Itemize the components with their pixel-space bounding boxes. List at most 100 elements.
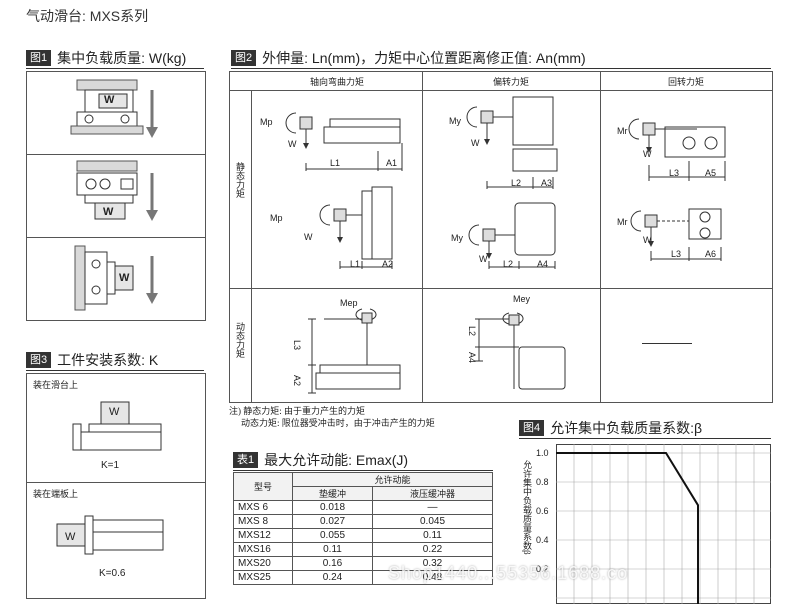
fig1-title: 图1 集中负载质量: W(kg) bbox=[26, 49, 186, 67]
fig2-s2t-moment: My bbox=[449, 116, 461, 126]
fig2-table: 轴向弯曲力矩 偏转力矩 回转力矩 静态力矩 动态力矩 Mp W L1 A1 Mp bbox=[229, 71, 773, 403]
fig2-s3t-w: W bbox=[643, 149, 652, 159]
fig2-s2t-a: A3 bbox=[541, 178, 553, 188]
table1-rule bbox=[233, 470, 493, 471]
fig2-s1b-a: A2 bbox=[382, 259, 394, 269]
table-row: MXS 8 0.027 0.045 bbox=[233, 514, 493, 529]
fig2-s3t-moment: Mr bbox=[617, 126, 628, 136]
fig4-tag: 图4 bbox=[519, 420, 545, 436]
fig2-s2b-l: L2 bbox=[503, 259, 514, 269]
fig2-s2b-a: A4 bbox=[537, 259, 549, 269]
fig1-panel-3 bbox=[74, 245, 158, 311]
fig2-s1b-l: L1 bbox=[350, 259, 361, 269]
table1-rubber: 0.055 bbox=[292, 528, 373, 543]
fig1-panel-1 bbox=[70, 79, 158, 138]
table1-title: 表1 最大允许动能: Emax(J) bbox=[233, 451, 408, 469]
fig2-note-1: 注) 静态力矩: 由于重力产生的力矩 bbox=[229, 406, 365, 416]
fig4-ytick: 0.4 bbox=[536, 535, 549, 545]
fig2-s3t-a: A5 bbox=[705, 168, 717, 178]
fig2-vline-1 bbox=[422, 72, 423, 402]
fig3-case1-drawing bbox=[72, 401, 162, 451]
table1-rubber: 0.16 bbox=[292, 556, 373, 571]
fig3-title: 图3 工件安装系数: K bbox=[26, 351, 158, 369]
table1-hydraulic: — bbox=[372, 500, 493, 515]
fig2-col-axial: 轴向弯曲力矩 bbox=[309, 77, 364, 87]
table1-hydraulic: 0.11 bbox=[372, 528, 493, 543]
fig2-row-static: 静态力矩 bbox=[235, 162, 245, 198]
table1: 型号 允许动能 垫缓冲 液压缓冲器 MXS 6 0.018 — MXS 8 0.… bbox=[233, 472, 493, 585]
fig2-s3t-l: L3 bbox=[669, 168, 680, 178]
table1-model: MXS 8 bbox=[233, 514, 293, 529]
table1-header-model: 型号 bbox=[233, 472, 293, 501]
fig2-col-roll: 回转力矩 bbox=[667, 77, 704, 87]
table1-hydraulic: 0.045 bbox=[372, 514, 493, 529]
fig2-s2b-moment: My bbox=[451, 233, 463, 243]
fig2-static-yaw-drawing bbox=[466, 96, 558, 269]
fig4-title: 图4 允许集中负载质量系数:β bbox=[519, 419, 702, 437]
table1-model: MXS 6 bbox=[233, 500, 293, 515]
fig2-s1b-moment: Mp bbox=[270, 213, 283, 223]
fig2-vline-0 bbox=[251, 90, 252, 402]
fig2-s3b-moment: Mr bbox=[617, 217, 628, 227]
table-row: MXS25 0.24 0.48 bbox=[233, 570, 493, 585]
fig3-case2-label: 装在端板上 bbox=[33, 489, 79, 499]
table1-header-hydraulic: 液压缓冲器 bbox=[372, 486, 493, 501]
fig4-beta-line bbox=[556, 452, 699, 604]
fig1-divider-2 bbox=[27, 237, 205, 238]
fig2-d1-l: L3 bbox=[292, 340, 302, 351]
fig4-ytick: 0.2 bbox=[536, 564, 549, 574]
table1-rubber: 0.24 bbox=[292, 570, 373, 585]
table1-rubber: 0.11 bbox=[292, 542, 373, 557]
fig2-s3b-l: L3 bbox=[671, 249, 682, 259]
fig3-panel: 装在滑台上 W K=1 装在端板上 W K=0.6 bbox=[26, 373, 206, 599]
table1-header-group: 允许动能 bbox=[292, 472, 493, 487]
fig2-static-roll-drawing bbox=[628, 118, 726, 261]
table1-model: MXS25 bbox=[233, 570, 293, 585]
fig3-case2-w: W bbox=[65, 531, 76, 543]
page-title: 气动滑台: MXS系列 bbox=[26, 8, 149, 24]
fig1-panel-group: W W W bbox=[26, 71, 206, 321]
fig2-d2-l: L2 bbox=[467, 326, 477, 337]
fig2-header-row bbox=[230, 72, 772, 91]
fig2-static-axial-drawing bbox=[285, 112, 403, 269]
table1-header-rubber: 垫缓冲 bbox=[292, 486, 373, 501]
fig4-ytick: 0.6 bbox=[536, 506, 549, 516]
fig1-w-label-2: W bbox=[103, 206, 114, 218]
table1-model: MXS16 bbox=[233, 542, 293, 557]
fig4-ytick: 1.0 bbox=[536, 448, 549, 458]
fig2-d2-moment: Mey bbox=[513, 294, 531, 304]
fig4-series bbox=[556, 452, 699, 604]
table-row: MXS16 0.11 0.22 bbox=[233, 542, 493, 557]
fig2-dynamic-axial-drawing bbox=[308, 308, 401, 394]
fig2-s2t-l: L2 bbox=[511, 178, 522, 188]
fig3-divider bbox=[27, 482, 205, 483]
table1-hydraulic: 0.48 bbox=[372, 570, 493, 585]
fig2-d1-moment: Mep bbox=[340, 298, 358, 308]
fig4-rule bbox=[519, 438, 771, 439]
fig2-s2b-w: W bbox=[479, 254, 488, 264]
fig1-divider-1 bbox=[27, 154, 205, 155]
fig1-w-label-3: W bbox=[119, 272, 130, 284]
fig2-vline-2 bbox=[600, 72, 601, 402]
fig1-title-text: 集中负载质量: W(kg) bbox=[57, 50, 187, 66]
fig2-s1t-a: A1 bbox=[386, 158, 398, 168]
table1-tag: 表1 bbox=[233, 452, 259, 468]
table1-rubber: 0.018 bbox=[292, 500, 373, 515]
table-row: MXS12 0.055 0.11 bbox=[233, 528, 493, 543]
fig2-title-text: 外伸量: Ln(mm)，力矩中心位置距离修正值: An(mm) bbox=[262, 50, 586, 66]
fig3-tag: 图3 bbox=[26, 352, 52, 368]
fig4-ytick: 0.8 bbox=[536, 477, 549, 487]
fig3-case2-drawing bbox=[56, 515, 164, 555]
fig3-case1-w: W bbox=[109, 406, 120, 418]
fig3-case1-k: K=1 bbox=[101, 460, 120, 471]
table-row: MXS 6 0.018 — bbox=[233, 500, 493, 515]
table1-model: MXS12 bbox=[233, 528, 293, 543]
fig2-row-divider bbox=[230, 288, 772, 289]
fig2-rule bbox=[231, 68, 771, 69]
fig3-rule bbox=[26, 370, 204, 371]
fig2-d1-a: A2 bbox=[292, 375, 302, 387]
fig2-notes: 注) 静态力矩: 由于重力产生的力矩 动态力矩: 限位器受冲击时，由于冲击产生的… bbox=[229, 405, 435, 429]
table1-hydraulic: 0.22 bbox=[372, 542, 493, 557]
fig1-panel-2 bbox=[76, 160, 158, 221]
fig2-dynamic-yaw-drawing bbox=[475, 312, 566, 390]
